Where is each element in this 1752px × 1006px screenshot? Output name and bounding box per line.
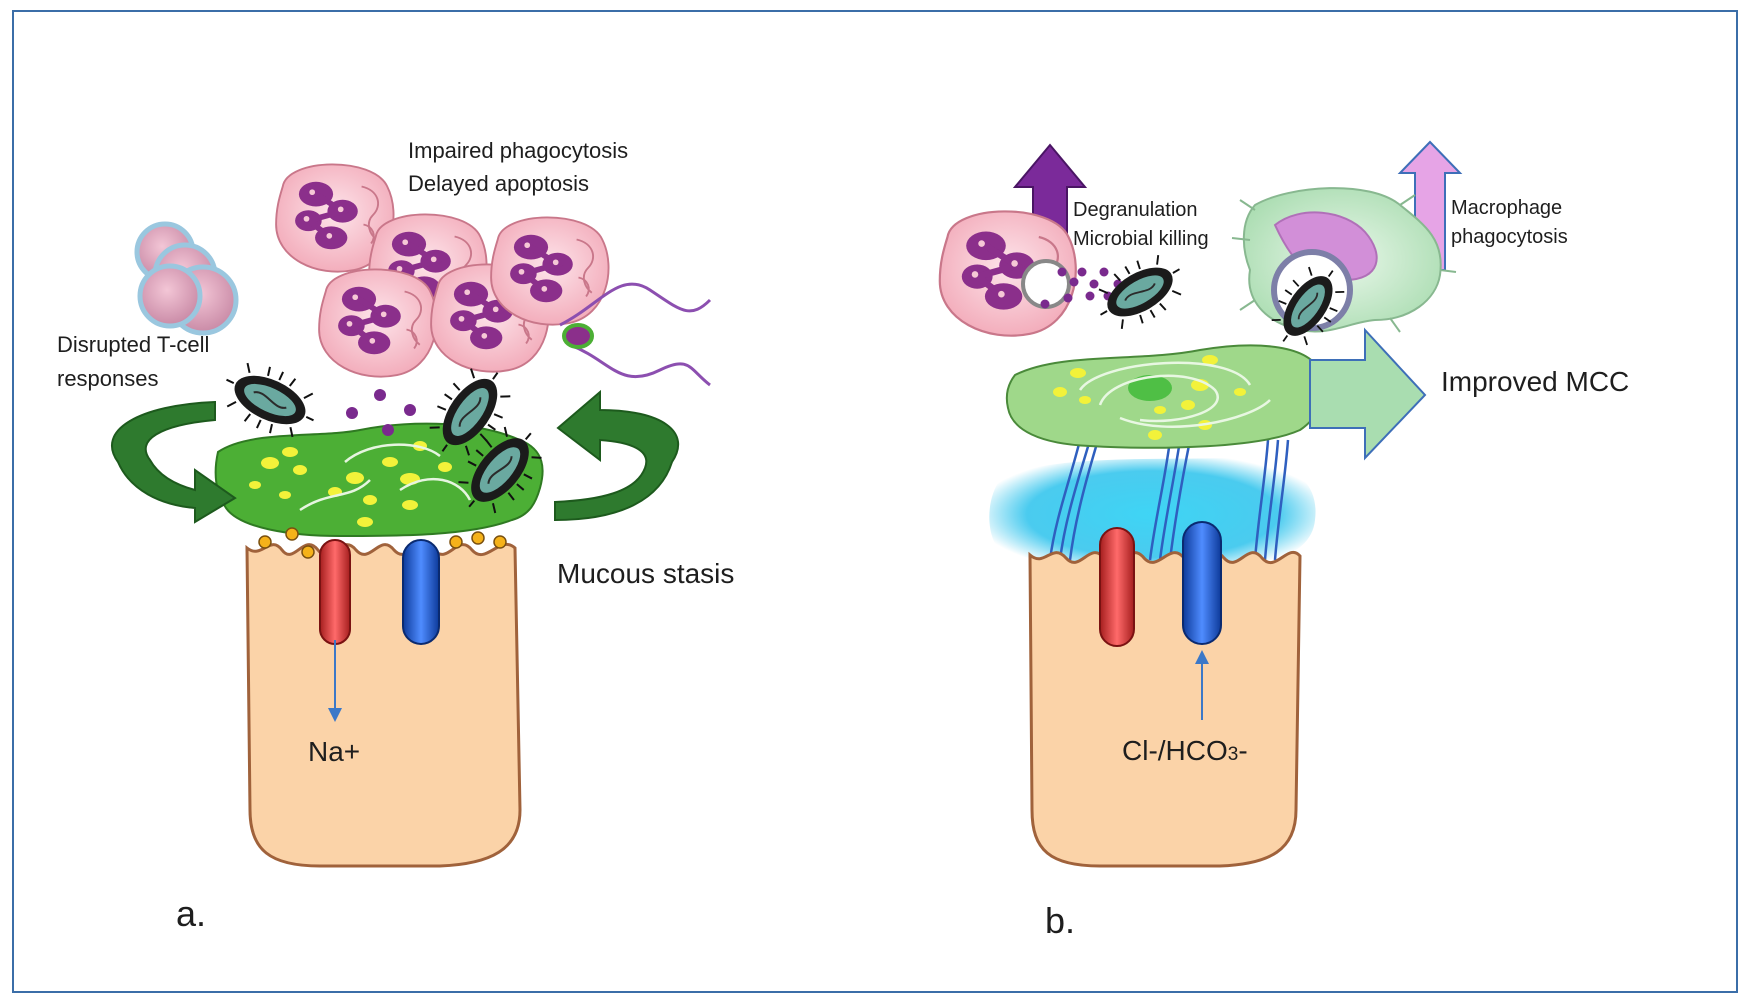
panel-a: Impaired phagocytosis Delayed apoptosis …	[57, 138, 734, 934]
cilia-b	[1048, 439, 1290, 561]
purple-granules-a	[346, 389, 416, 436]
macrophage-pseudopods	[1231, 194, 1457, 333]
label-degranulation: Degranulation	[1073, 199, 1198, 221]
label-mucous-stasis: Mucous stasis	[557, 558, 734, 589]
label-tcell-responses: responses	[57, 366, 159, 391]
epithelial-cell-a	[245, 542, 522, 868]
mucus-core-b	[1128, 375, 1172, 401]
mucus-swirl-b	[1078, 361, 1271, 428]
neutrophil-a5	[491, 217, 608, 324]
panel-b-label: b.	[1045, 900, 1075, 941]
surface-beads-a	[258, 527, 507, 559]
cl-arrow-icon	[1195, 650, 1209, 664]
bacterium-b1	[1084, 242, 1196, 342]
label-cl-hco3: Cl-/HCO3-	[1122, 735, 1248, 766]
engulfed-particle	[562, 323, 594, 349]
panel-a-label: a.	[176, 893, 206, 934]
label-na-ion: Na+	[308, 736, 360, 767]
enac-channel-b	[1099, 527, 1135, 647]
label-impaired-phagocytosis: Impaired phagocytosis	[408, 138, 628, 163]
rotation-arrow-right-icon	[554, 389, 679, 522]
label-disrupted-tcell: Disrupted T-cell	[57, 332, 209, 357]
purple-granules-b	[1040, 267, 1123, 309]
rotation-arrow-left-icon	[111, 400, 237, 524]
epithelial-cell-b	[1028, 550, 1302, 868]
label-microbial-killing: Microbial killing	[1073, 228, 1209, 250]
flagella-a	[559, 282, 712, 387]
periciliary-layer	[989, 458, 1316, 571]
mucus-granules-b	[1053, 355, 1246, 440]
figure-frame	[12, 10, 1738, 993]
label-phagocytosis: phagocytosis	[1451, 226, 1568, 248]
enac-channel-a	[319, 539, 351, 645]
na-arrow-icon	[328, 708, 342, 722]
neutrophil-a3	[319, 269, 436, 376]
mcc-arrow-icon	[1309, 327, 1427, 461]
t-cell-cluster	[134, 221, 239, 336]
cftr-channel-b	[1182, 521, 1222, 645]
panel-b: Degranulation Microbial killing Macropha…	[940, 140, 1629, 941]
label-improved-mcc: Improved MCC	[1441, 366, 1629, 397]
mucus-strands-a	[299, 443, 472, 512]
cftr-channel-a	[402, 539, 440, 645]
label-macrophage: Macrophage	[1451, 197, 1562, 219]
label-delayed-apoptosis: Delayed apoptosis	[408, 171, 589, 196]
